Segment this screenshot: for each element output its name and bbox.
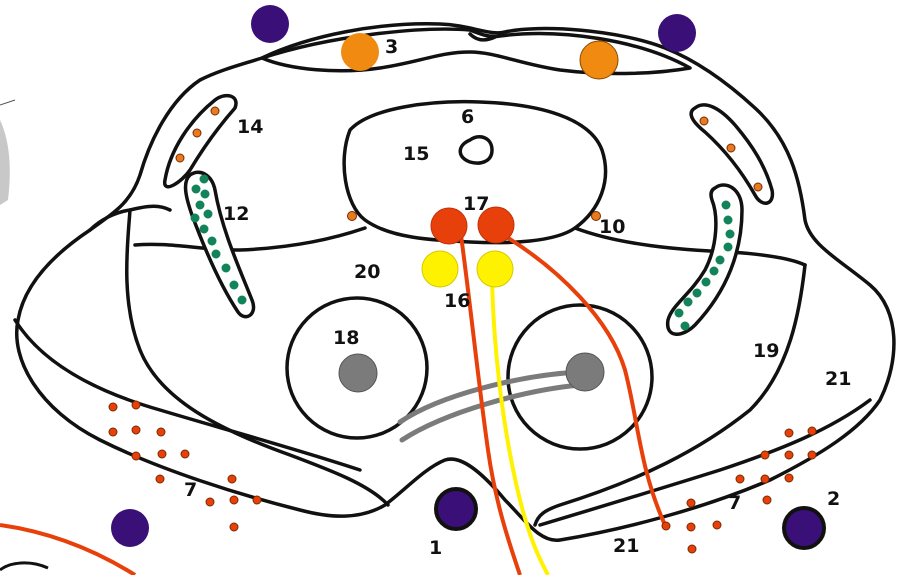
gray-tube-upper	[397, 369, 583, 425]
yellow-node-left	[421, 250, 459, 288]
label-20: 20	[354, 261, 380, 283]
label-21-bottom: 21	[613, 535, 639, 557]
central-body	[342, 99, 608, 245]
left-inner-line	[133, 226, 367, 252]
label-7-left: 7	[184, 479, 197, 501]
right-lower-channel	[666, 183, 744, 336]
black-curve-bottom-left	[0, 561, 49, 572]
purple-node-bottom-right	[782, 506, 826, 550]
left-lateral-line	[13, 318, 362, 472]
label-6: 6	[461, 106, 474, 128]
gray-node-right	[565, 352, 605, 392]
red-fiber-right	[503, 234, 667, 526]
label-21-right: 21	[825, 368, 851, 390]
right-lower-mass	[533, 263, 807, 527]
left-upper-fold	[88, 204, 172, 232]
yellow-fiber	[490, 279, 550, 575]
green-dots-right	[674, 200, 735, 331]
label-1: 1	[429, 537, 442, 559]
orange-dots-left-cluster	[108, 400, 262, 532]
label-2: 2	[827, 488, 840, 510]
red-node-left	[430, 207, 468, 245]
scan-remnant	[0, 99, 16, 205]
upper-arch-divider	[468, 32, 497, 42]
left-upper-channel	[163, 93, 238, 189]
right-lateral-line	[538, 398, 872, 527]
ring-structure	[458, 135, 494, 165]
red-fiber-bottom-left	[0, 523, 137, 575]
gray-node-left	[338, 353, 378, 393]
label-3: 3	[385, 36, 398, 58]
red-node-right	[477, 206, 515, 244]
label-14: 14	[237, 116, 263, 138]
label-16: 16	[444, 290, 470, 312]
label-12: 12	[223, 203, 249, 225]
gray-tube-lower	[399, 382, 583, 443]
small-orange-dots	[175, 106, 763, 221]
label-15: 15	[403, 143, 429, 165]
orange-dots-right-cluster	[661, 426, 817, 554]
upper-arch-structure	[260, 27, 692, 76]
orange-node-right	[579, 40, 619, 80]
purple-node-top-right	[658, 14, 696, 52]
label-18: 18	[333, 327, 359, 349]
purple-node-bottom-center	[434, 487, 478, 531]
yellow-node-right	[476, 250, 514, 288]
left-lower-mass	[124, 208, 390, 507]
body-outline	[15, 22, 896, 542]
green-dots-left	[190, 174, 247, 305]
right-circle-structure	[506, 303, 654, 451]
orange-node-left	[341, 33, 379, 71]
label-19: 19	[753, 340, 779, 362]
purple-node-bottom-left	[111, 509, 149, 547]
left-circle-structure	[285, 296, 429, 440]
label-10: 10	[599, 216, 625, 238]
label-17: 17	[463, 193, 489, 215]
label-7-right: 7	[728, 492, 741, 514]
purple-node-top-left	[251, 5, 289, 43]
right-upper-channel	[689, 103, 775, 205]
red-fiber-left	[458, 227, 522, 575]
